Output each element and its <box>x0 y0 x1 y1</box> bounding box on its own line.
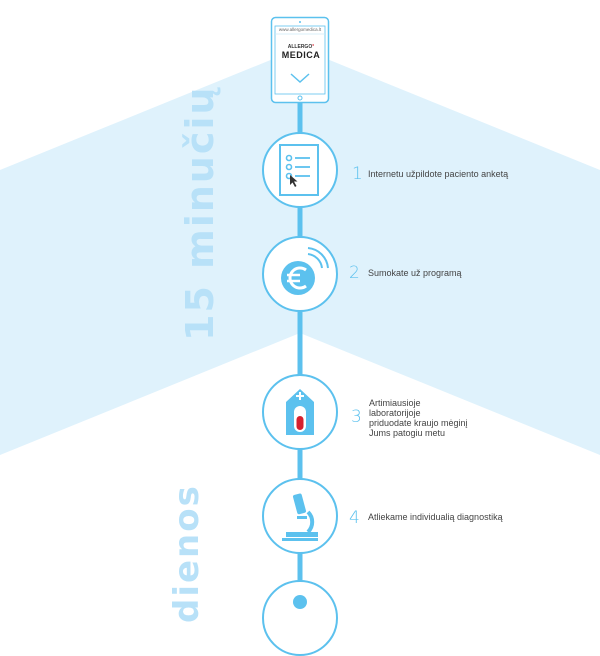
step-1-number: 1 <box>352 164 363 184</box>
euro-contactless-icon <box>281 247 329 295</box>
second-phase-duration: dienos <box>167 484 207 623</box>
step-5-icon <box>293 595 307 609</box>
logo-allergo: ALLERGO° <box>287 44 315 50</box>
tablet-url: www.allergomedica.lt <box>278 27 322 32</box>
step-2-text: Sumokate už programą <box>368 268 462 278</box>
logo-medica: MEDICA <box>281 50 321 60</box>
step-4-circle <box>262 478 338 554</box>
first-phase-duration: 15 minučių <box>178 85 222 341</box>
chevron-down-icon <box>290 73 310 84</box>
step-3-circle <box>262 374 338 450</box>
form-checklist-icon <box>279 144 319 196</box>
blood-test-lab-icon <box>286 389 314 435</box>
step-3-text: Artimiausioje laboratorijoje priduodate … <box>369 398 468 438</box>
step-3-number: 3 <box>351 407 362 427</box>
step-1-circle <box>262 132 338 208</box>
step-4-number: 4 <box>349 508 360 528</box>
tablet-device <box>270 16 330 104</box>
step-4-text: Atliekame individualią diagnostiką <box>368 512 503 522</box>
step-1-text: Internetu užpildote paciento anketą <box>368 169 509 179</box>
step-5-circle <box>262 580 338 656</box>
microscope-icon <box>282 493 318 541</box>
step-2-number: 2 <box>349 263 360 283</box>
step-2-circle <box>262 236 338 312</box>
cursor-icon <box>290 175 298 187</box>
